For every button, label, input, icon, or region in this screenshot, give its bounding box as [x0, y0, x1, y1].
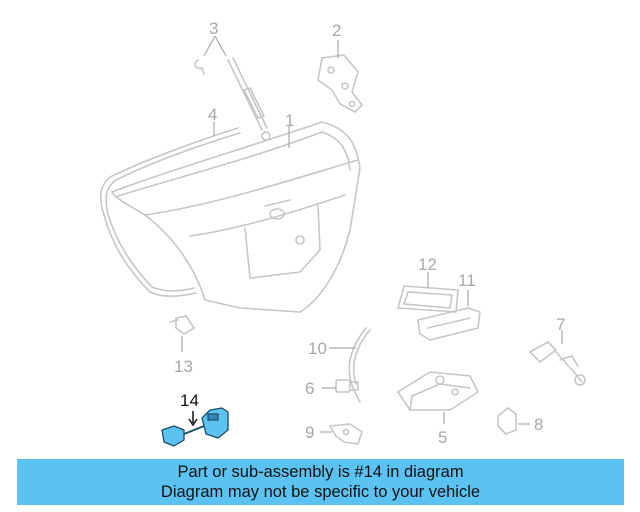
callout-13: 13: [174, 357, 193, 376]
switch-part[interactable]: [497, 407, 517, 435]
trunk-lid-part[interactable]: [111, 121, 361, 313]
cylinder-part[interactable]: [335, 379, 359, 393]
callout-9: 9: [305, 423, 314, 442]
hinge-part[interactable]: [317, 54, 363, 113]
callout-6: 6: [305, 379, 314, 398]
callout-1: 1: [285, 111, 294, 130]
callout-12: 12: [418, 255, 437, 274]
banner-line-1: Part or sub-assembly is #14 in diagram: [177, 463, 464, 481]
weatherstrip-part[interactable]: [99, 127, 241, 298]
info-banner: Part or sub-assembly is #14 in diagram D…: [17, 459, 624, 505]
callout-5: 5: [438, 428, 447, 447]
release-cable-part-14[interactable]: [161, 407, 229, 447]
latch-part[interactable]: [397, 371, 479, 411]
lift-support-part[interactable]: [194, 57, 271, 141]
striker-part[interactable]: [329, 423, 363, 445]
parts-diagram: 1 2 3 4 5 6 7 8 9 10 11 12 13 14: [99, 19, 586, 447]
callout-3: 3: [209, 19, 218, 38]
callout-10: 10: [308, 339, 327, 358]
light-part[interactable]: [397, 285, 459, 313]
callout-7: 7: [556, 315, 565, 334]
callout-2: 2: [332, 21, 341, 40]
callout-4: 4: [208, 105, 217, 124]
callout-8: 8: [534, 415, 543, 434]
banner-line-2: Diagram may not be specific to your vehi…: [160, 483, 481, 501]
cable-part[interactable]: [348, 327, 371, 403]
callout-11: 11: [458, 271, 476, 290]
handle-part[interactable]: [417, 307, 481, 341]
lock-cylinder-part[interactable]: [529, 341, 586, 386]
callout-14: 14: [180, 391, 199, 410]
bumper-pad-part[interactable]: [169, 315, 195, 335]
